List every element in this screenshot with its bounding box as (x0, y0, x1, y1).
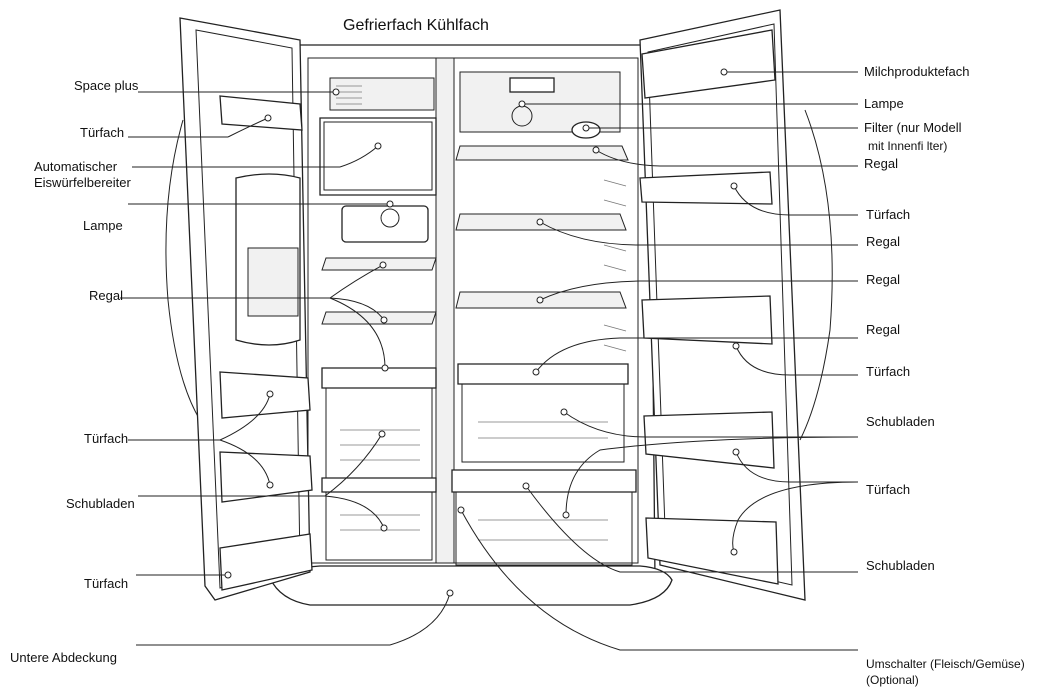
label-regal-right-2: Regal (866, 234, 900, 249)
label-tuerfach-left-2: Türfach (84, 431, 128, 446)
fridge-drawer-cover (457, 363, 629, 385)
right-door-bin-2 (641, 295, 773, 345)
label-tuerfach-left-1: Türfach (80, 125, 124, 140)
label-regal-left: Regal (89, 288, 123, 303)
label-regal-right-3: Regal (866, 272, 900, 287)
freezer-drawer-1-top (321, 367, 437, 389)
diagram-title: Gefrierfach Kühlfach (343, 17, 489, 34)
freezer-drawer-2-top (321, 477, 437, 493)
label-tuerfach-left-3: Türfach (84, 576, 128, 591)
right-side-bulge (799, 109, 833, 441)
ice-maker-box (319, 117, 437, 196)
label-tuerfach-right-3: Türfach (866, 482, 910, 497)
label-lampe-left: Lampe (83, 218, 123, 233)
label-eiswuerfel-line1: Automatischer (34, 159, 118, 174)
label-untere-abdeckung: Untere Abdeckung (10, 650, 117, 665)
bottom-cover (269, 565, 673, 606)
fridge-drawer-2-top (451, 469, 637, 493)
label-filter-line2: mit Innenfi lter) (868, 139, 947, 153)
leaders-left (120, 88, 454, 646)
leaders-right (457, 68, 859, 651)
label-eiswuerfel-line2: Eiswürfelbereiter (34, 175, 131, 190)
label-schubladen-left: Schubladen (66, 496, 135, 511)
right-door-bin-1 (639, 171, 773, 205)
label-umschalter-line1: Umschalter (Fleisch/Gemüse) (866, 657, 1025, 671)
fridge-drawing (165, 9, 833, 606)
dispenser-panel (247, 247, 299, 317)
right-door-bin-3 (643, 411, 775, 469)
left-door-bin-2 (219, 371, 311, 419)
left-door-bin-3 (219, 451, 313, 503)
label-tuerfach-right-2: Türfach (866, 364, 910, 379)
label-schubladen-right-1: Schubladen (866, 414, 935, 429)
label-tuerfach-right-1: Türfach (866, 207, 910, 222)
center-mullion (435, 57, 455, 564)
label-lampe-right: Lampe (864, 96, 904, 111)
label-filter-line1: Filter (nur Modell (864, 120, 962, 135)
fridge-shelf-1 (455, 145, 629, 161)
label-schubladen-right-2: Schubladen (866, 558, 935, 573)
right-door-inner (647, 23, 793, 586)
freezer-shelf-2 (321, 311, 437, 325)
left-door-bin-1 (219, 95, 303, 131)
label-regal-right-1: Regal (864, 156, 898, 171)
label-milchproduktefach: Milchproduktefach (864, 64, 970, 79)
dairy-compartment (641, 29, 776, 99)
fridge-drawer-1 (461, 383, 625, 463)
fridge-drawer-2 (455, 491, 633, 566)
right-door-bin-4 (645, 517, 779, 585)
space-plus-unit (329, 77, 435, 111)
label-regal-right-4: Regal (866, 322, 900, 337)
label-umschalter-line2: (Optional) (866, 673, 919, 687)
label-space-plus: Space plus (74, 78, 139, 93)
freezer-lamp-unit (341, 205, 429, 243)
left-door-bin-4 (219, 533, 313, 591)
labels-right-group: Milchproduktefach Lampe Filter (nur Mode… (864, 64, 1025, 687)
control-display (509, 77, 555, 93)
freezer-shelf-1 (321, 257, 437, 271)
labels-left-group: Space plus Türfach Automatischer Eiswürf… (10, 78, 139, 665)
